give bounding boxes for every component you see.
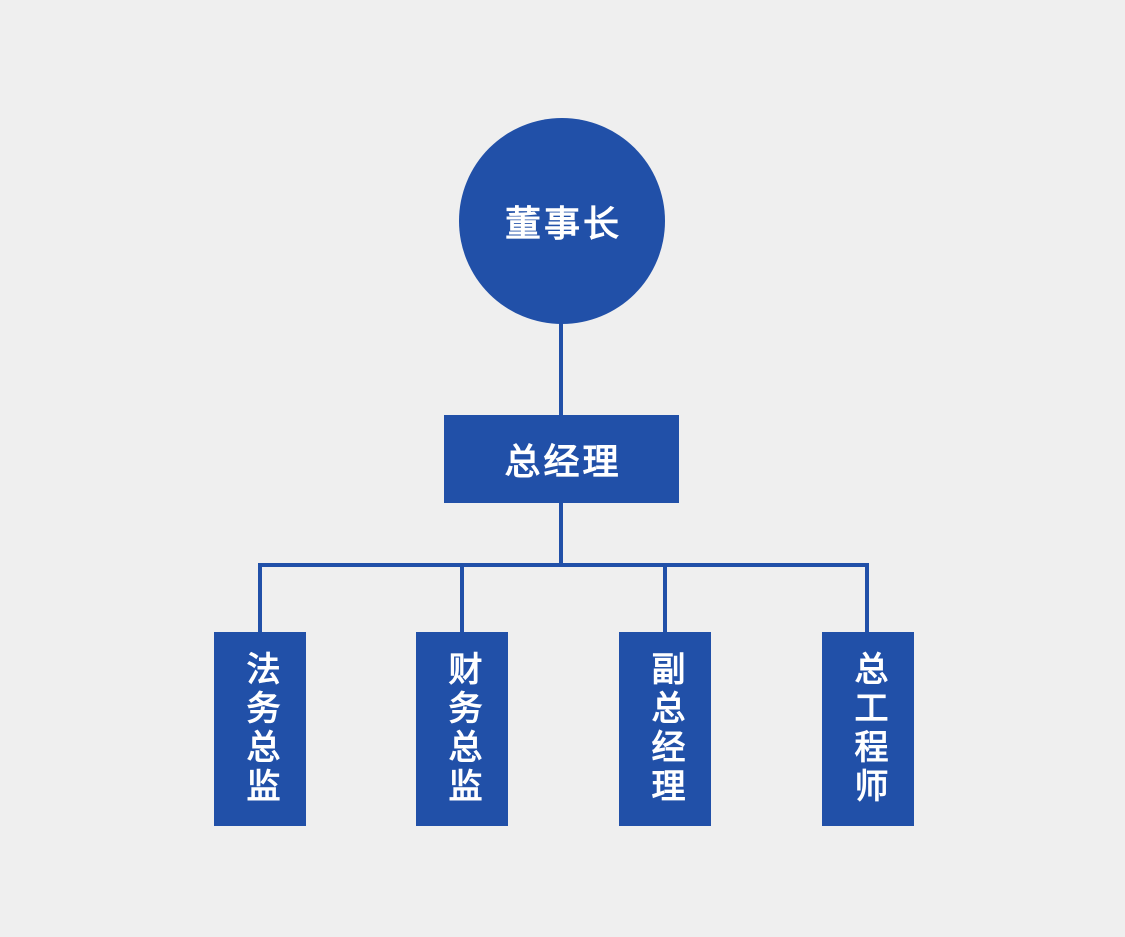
connector-chairman-to-gm: [559, 322, 563, 416]
node-legal-director-label: 法务总监: [241, 651, 279, 807]
connector-drop-deputy-gm: [663, 563, 667, 632]
node-chief-engineer-label: 总工程师: [849, 651, 887, 807]
node-general-manager-label: 总经理: [504, 441, 622, 482]
node-deputy-general-manager-label: 副总经理: [646, 651, 684, 807]
connector-gm-stem: [559, 503, 563, 567]
node-chief-engineer[interactable]: 总工程师: [822, 632, 914, 826]
node-legal-director[interactable]: 法务总监: [214, 632, 306, 826]
connector-horizontal-rail: [258, 563, 869, 567]
connector-drop-finance: [460, 563, 464, 632]
connector-drop-chief-eng: [865, 563, 869, 632]
node-finance-director-label: 财务总监: [443, 651, 481, 807]
node-finance-director[interactable]: 财务总监: [416, 632, 508, 826]
connector-drop-legal: [258, 563, 262, 632]
node-general-manager[interactable]: 总经理: [444, 415, 679, 503]
node-chairman[interactable]: 董事长: [459, 118, 665, 324]
node-deputy-general-manager[interactable]: 副总经理: [619, 632, 711, 826]
node-chairman-label: 董事长: [504, 203, 622, 244]
